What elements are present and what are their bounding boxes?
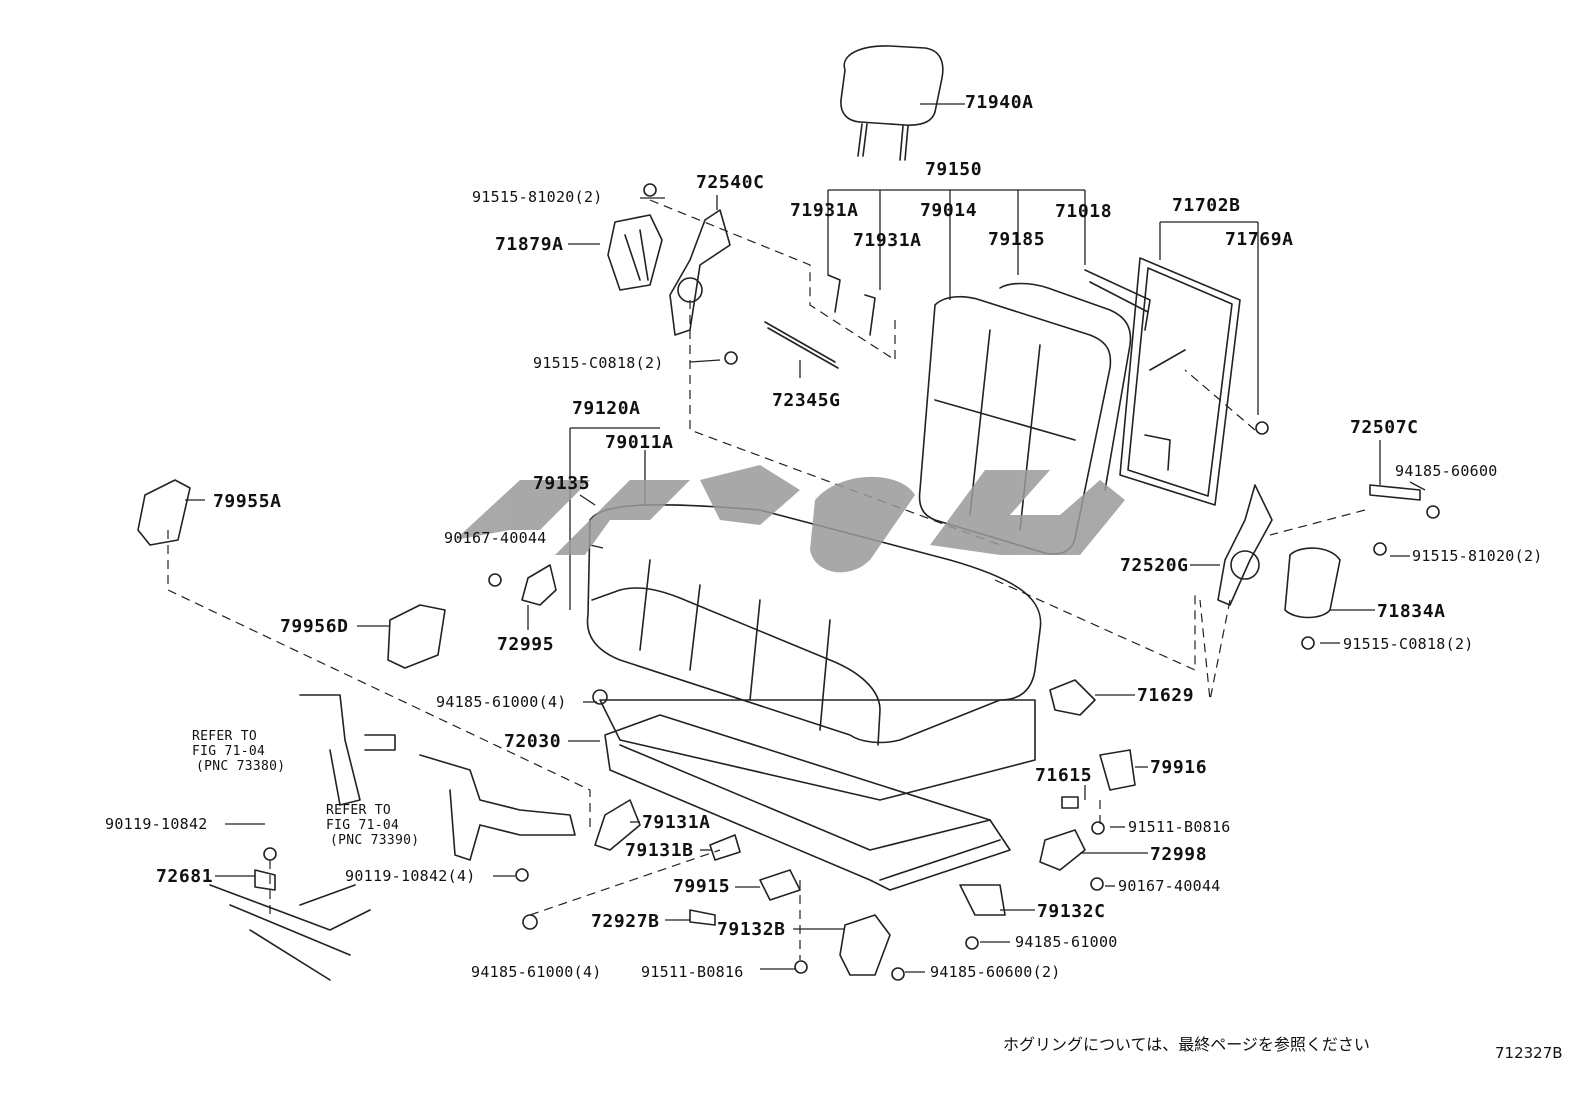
- floor-72681-drawing: [209, 869, 371, 981]
- part-label-72345G: 72345G: [772, 390, 841, 411]
- part-label-90167-40044-left: 90167-40044: [444, 529, 547, 547]
- fasteners-drawing: [263, 183, 1440, 981]
- part-label-72030: 72030: [504, 731, 562, 752]
- part-label-72507C: 72507C: [1350, 417, 1419, 438]
- reference-1-line-3: (PNC 73380): [196, 759, 286, 774]
- bracket-79132B-drawing: [839, 914, 891, 976]
- part-label-94185-61000-4-bottom: 94185-61000(4): [471, 963, 602, 981]
- part-label-79132B: 79132B: [717, 919, 786, 940]
- part-label-71702B: 71702B: [1172, 195, 1241, 216]
- reference-1-line-1: REFER TO: [192, 729, 258, 744]
- part-label-79131B: 79131B: [625, 840, 694, 861]
- part-label-94185-61000-4-top: 94185-61000(4): [436, 693, 567, 711]
- part-label-71018: 71018: [1055, 201, 1113, 222]
- part-label-72995: 72995: [497, 634, 555, 655]
- bracket-72995-drawing: [521, 564, 557, 606]
- bracket-79916-drawing: [1099, 749, 1136, 791]
- seat-frame-drawing: [604, 714, 1011, 891]
- figure-number: 712327B: [1495, 1044, 1563, 1062]
- part-label-71769A: 71769A: [1225, 229, 1294, 250]
- part-label-79916: 79916: [1150, 757, 1208, 778]
- part-label-91511-B0816-bottom: 91511-B0816: [641, 963, 744, 981]
- part-label-72681: 72681: [156, 866, 214, 887]
- part-label-91515-C0818-left: 91515-C0818(2): [533, 354, 664, 372]
- part-label-72927B: 72927B: [591, 911, 660, 932]
- part-label-72520G: 72520G: [1120, 555, 1189, 576]
- part-label-91515-81020-left: 91515-81020(2): [472, 188, 603, 206]
- part-label-79956D: 79956D: [280, 616, 349, 637]
- part-label-71940A: 71940A: [965, 92, 1034, 113]
- part-label-71629: 71629: [1137, 685, 1195, 706]
- reference-2-line-3: (PNC 73390): [330, 833, 420, 848]
- part-label-79120A: 79120A: [572, 398, 641, 419]
- bracket-71629-drawing: [1049, 679, 1096, 716]
- part-label-71879A: 71879A: [495, 234, 564, 255]
- part-label-91515-81020-right: 91515-81020(2): [1412, 547, 1543, 565]
- part-label-79915: 79915: [673, 876, 731, 897]
- part-label-90167-40044-right: 90167-40044: [1118, 877, 1221, 895]
- hog-ring-note: ホグリングについては、最終ページを参照ください: [1003, 1035, 1370, 1054]
- part-label-79150: 79150: [925, 159, 983, 180]
- reference-2-line-2: FIG 71-04: [326, 818, 400, 833]
- side-cover-79956D-drawing: [387, 604, 446, 669]
- part-label-90119-10842-4: 90119-10842(4): [345, 867, 476, 885]
- part-label-94185-61000-bottom: 94185-61000: [1015, 933, 1118, 951]
- part-label-91511-B0816-right: 91511-B0816: [1128, 818, 1231, 836]
- part-label-90119-10842: 90119-10842: [105, 815, 208, 833]
- seatbelt-left-drawing: [299, 694, 396, 806]
- recliner-72520G-drawing: [1217, 484, 1273, 606]
- part-label-72540C: 72540C: [696, 172, 765, 193]
- part-label-71615: 71615: [1035, 765, 1093, 786]
- seatback-frame-drawing: [1084, 257, 1241, 506]
- side-cover-79955A-drawing: [137, 479, 191, 546]
- part-label-79185: 79185: [988, 229, 1046, 250]
- part-label-79135: 79135: [533, 473, 591, 494]
- reference-1-line-2: FIG 71-04: [192, 744, 266, 759]
- hinge-cover-71834A-drawing: [1284, 547, 1341, 619]
- watermark-logo: [455, 465, 1125, 573]
- bracket-79131A-drawing: [594, 799, 641, 851]
- part-label-79131A: 79131A: [642, 812, 711, 833]
- rod-72345G-drawing: [764, 321, 839, 369]
- part-label-72998: 72998: [1150, 844, 1208, 865]
- part-label-94185-60600: 94185-60600: [1395, 462, 1498, 480]
- part-label-71931A-1: 71931A: [790, 200, 859, 221]
- headrest-drawing: [840, 45, 944, 161]
- seat-cushion-drawing: [586, 503, 1042, 801]
- seatbelt-right-drawing: [419, 754, 576, 861]
- part-label-79132C: 79132C: [1037, 901, 1106, 922]
- part-label-71931A-2: 71931A: [853, 230, 922, 251]
- bracket-79132C-drawing: [959, 884, 1006, 916]
- part-label-79011A: 79011A: [605, 432, 674, 453]
- bracket-72998-drawing: [1039, 829, 1086, 871]
- part-label-79014: 79014: [920, 200, 978, 221]
- reference-2-line-1: REFER TO: [326, 803, 392, 818]
- part-label-71834A: 71834A: [1377, 601, 1446, 622]
- part-label-94185-60600-2: 94185-60600(2): [930, 963, 1061, 981]
- hinge-cover-71879A-drawing: [607, 214, 663, 291]
- part-label-91515-C0818-right: 91515-C0818(2): [1343, 635, 1474, 653]
- leader-lines: [185, 103, 1426, 973]
- part-label-79955A: 79955A: [213, 491, 282, 512]
